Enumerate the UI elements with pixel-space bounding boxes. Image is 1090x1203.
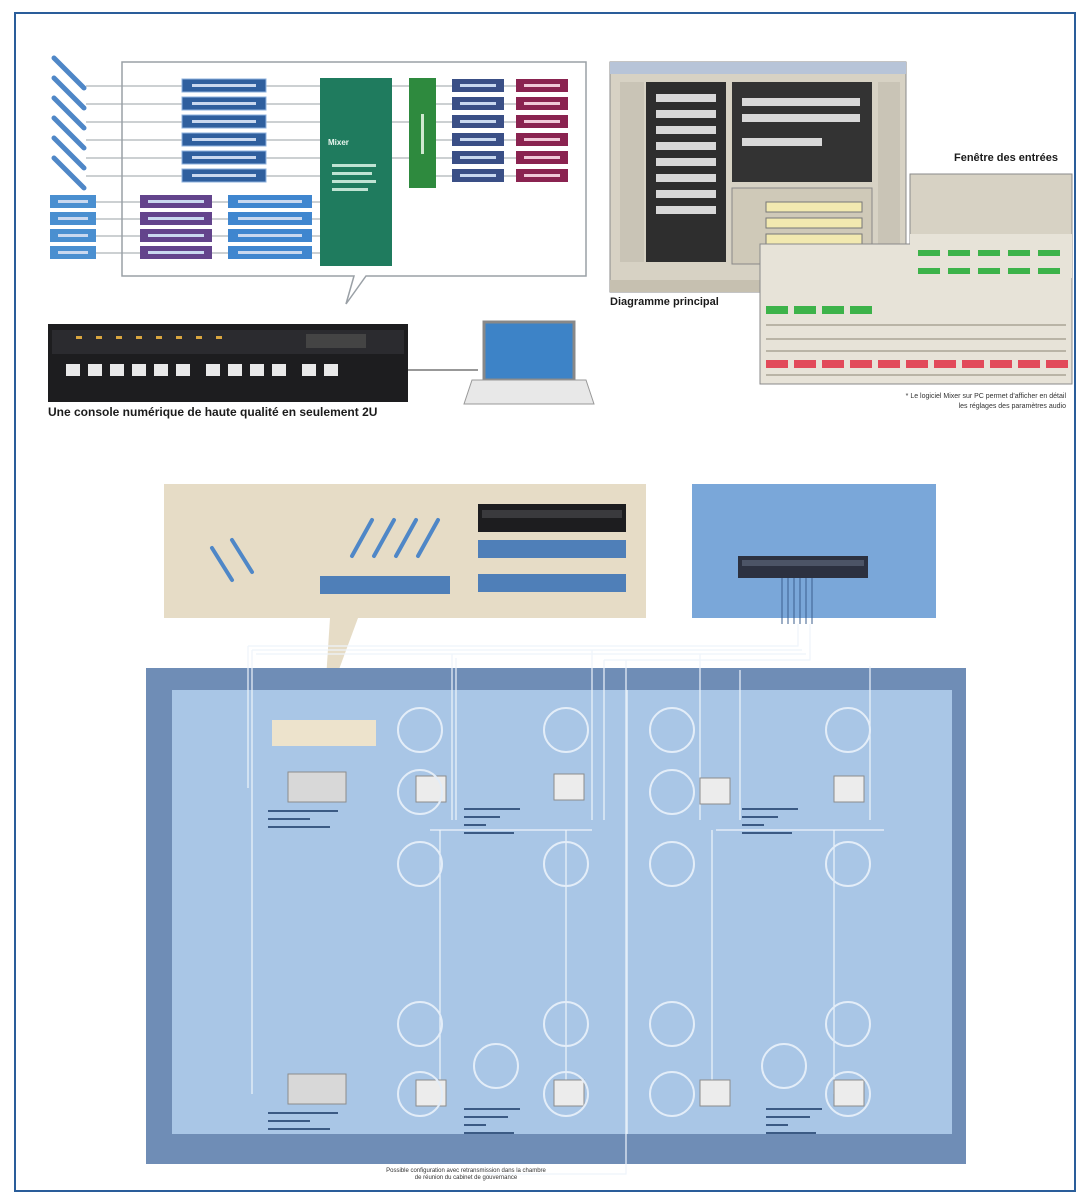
- software-panel: Diagramme principal Fenêtre des entrées …: [606, 54, 1076, 434]
- footnote-line1: Possible configuration avec retransmissi…: [386, 1168, 546, 1174]
- software-note-line1: * Le logiciel Mixer sur PC permet d'affi…: [905, 393, 1066, 400]
- signal-flow-graphics: [48, 55, 595, 405]
- software-windows-graphics: [609, 61, 1073, 385]
- installation-diagram: Possible configuration avec retransmissi…: [126, 484, 966, 1184]
- signal-flow-panel: Mixer Une console numérique de haute qua…: [16, 14, 606, 434]
- diagram-frame: Mixer Une console numérique de haute qua…: [14, 12, 1076, 1192]
- software-note-line2: les réglages des paramètres audio: [958, 403, 1066, 410]
- inputs-window-title: Fenêtre des entrées: [954, 152, 1058, 164]
- installation-graphics: [146, 484, 966, 1175]
- main-diagram-caption: Diagramme principal: [610, 296, 719, 308]
- footnote-line2: de réunion du cabinet de gouvernance: [414, 1175, 518, 1181]
- mixer-label: Mixer: [328, 138, 349, 147]
- console-caption: Une console numérique de haute qualité e…: [48, 405, 378, 419]
